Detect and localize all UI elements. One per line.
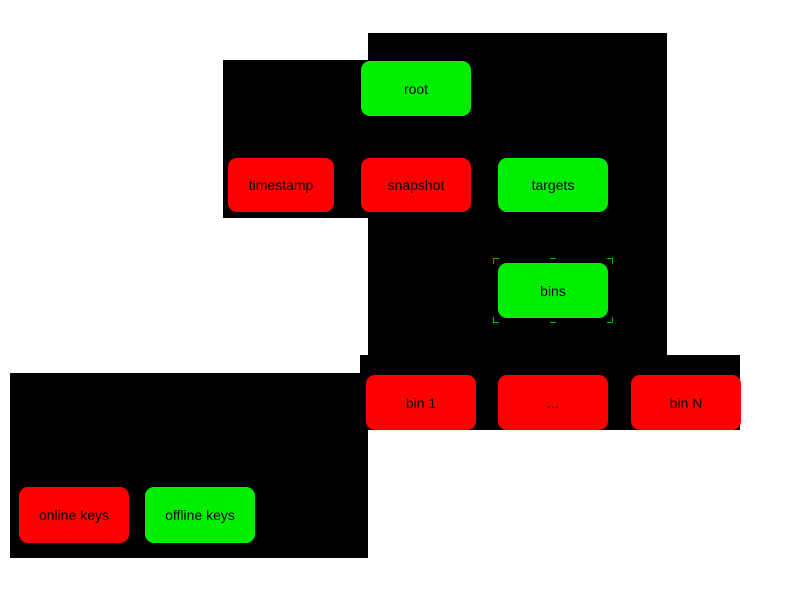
node-timestamp[interactable]: timestamp — [228, 158, 334, 212]
node-label: ... — [547, 394, 559, 411]
selection-handle-tm[interactable] — [550, 258, 556, 261]
selection-handle-tr[interactable] — [607, 258, 613, 264]
node-label: bin 1 — [405, 394, 437, 411]
node-label: online keys — [38, 507, 110, 523]
node-bins[interactable]: bins — [493, 258, 613, 323]
selection-handle-bm[interactable] — [550, 320, 556, 323]
node-label: timestamp — [248, 177, 314, 193]
node-label: bin N — [669, 394, 703, 411]
node-label: snapshot — [387, 177, 445, 193]
node-bin-1[interactable]: bin 1 — [366, 375, 476, 430]
node-snapshot[interactable]: snapshot — [361, 158, 471, 212]
node-root[interactable]: root — [361, 61, 471, 116]
node-bin-ellipsis[interactable]: ... — [498, 375, 608, 430]
node-label: root — [403, 80, 429, 97]
selection-handle-br[interactable] — [607, 317, 613, 323]
selection-handle-tl[interactable] — [493, 258, 499, 264]
node-bin-n[interactable]: bin N — [631, 375, 741, 430]
node-label: bins — [540, 282, 566, 299]
node-targets[interactable]: targets — [498, 158, 608, 212]
node-offline-keys[interactable]: offline keys — [145, 487, 255, 543]
selection-handle-bl[interactable] — [493, 317, 499, 323]
node-label: offline keys — [165, 507, 235, 523]
node-label: targets — [531, 177, 575, 193]
node-online-keys[interactable]: online keys — [19, 487, 129, 543]
